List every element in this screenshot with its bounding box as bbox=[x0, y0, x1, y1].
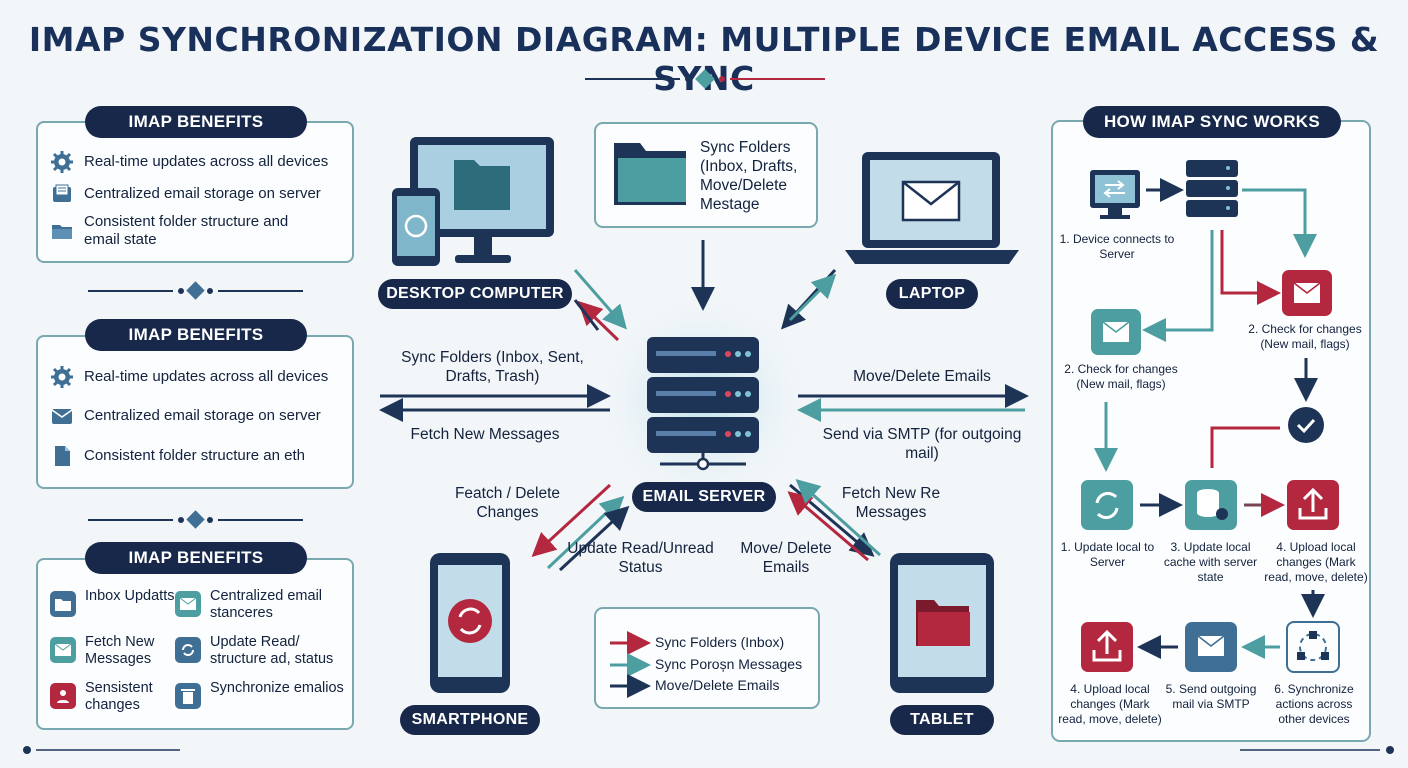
flow-label-phone-b: Update Read/Unread Status bbox=[567, 540, 714, 576]
step-label: 4. Upload local changes (Mark read, move… bbox=[1264, 540, 1368, 584]
flow-label-right-top: Move/Delete Emails bbox=[853, 368, 991, 385]
folder-icon bbox=[52, 225, 72, 239]
grid-benefit-item: Synchronize emalios bbox=[175, 680, 350, 709]
server-icon bbox=[647, 337, 759, 471]
step-label: 5. Send outgoing mail via SMTP bbox=[1165, 682, 1257, 711]
flow-label-tablet-b: Fetch New Re Messages bbox=[841, 485, 941, 521]
grid-benefit-item: Update Read/ structure ad, status bbox=[175, 634, 350, 668]
section-divider bbox=[88, 510, 303, 529]
envelope-icon bbox=[50, 637, 76, 663]
network-tile bbox=[1286, 621, 1340, 673]
how-it-works-heading: HOW IMAP SYNC WORKS bbox=[1083, 106, 1341, 138]
monitor-icon bbox=[1090, 170, 1140, 219]
benefit-text: Centralized email stanceres bbox=[210, 588, 323, 621]
sync-folders-text: Sync Folders (Inbox, Drafts, Move/Delete… bbox=[700, 139, 798, 213]
trash-icon bbox=[175, 683, 201, 709]
benefit-text: Fetch New Messages bbox=[85, 634, 155, 667]
section-divider bbox=[88, 281, 303, 300]
benefit-item: Real-time updates across all devices bbox=[50, 150, 350, 174]
grid-benefit-item: Centralized email stanceres bbox=[175, 588, 350, 622]
gear-icon bbox=[51, 151, 73, 173]
envelope-icon bbox=[51, 409, 73, 424]
folder-icon bbox=[50, 591, 76, 617]
check-icon bbox=[1288, 407, 1324, 443]
grid-benefit-item: Sensistent changes bbox=[50, 680, 180, 714]
legend-item: Sync Poroșn Messages bbox=[655, 656, 803, 672]
flow-label-left-bottom: Fetch New Messages bbox=[410, 426, 560, 443]
legend-box bbox=[594, 607, 820, 709]
benefit-text: Centralized email storage on server bbox=[84, 185, 321, 202]
benefit-item: Consistent folder structure an eth bbox=[50, 444, 350, 468]
user-icon bbox=[50, 683, 76, 709]
step-label: 1. Update local to Server bbox=[1060, 540, 1155, 569]
benefits-heading-2: IMAP BENEFITS bbox=[85, 319, 307, 351]
benefits-heading-3: IMAP BENEFITS bbox=[85, 542, 307, 574]
grid-benefit-item: Fetch New Messages bbox=[50, 634, 180, 668]
step-label: 2. Check for changes (New mail, flags) bbox=[1248, 322, 1362, 351]
flow-label-right-bottom: Send via SMTP (for outgoing mail) bbox=[822, 426, 1022, 462]
benefit-item: Real-time updates across all devices bbox=[50, 365, 350, 389]
flow-label-phone-a: Featch / Delete Changes bbox=[454, 485, 561, 521]
benefit-text: Sensistent changes bbox=[85, 680, 153, 713]
benefit-item: Centralized email storage on server bbox=[50, 404, 350, 428]
tablet-label: TABLET bbox=[890, 705, 994, 735]
flow-label-left-top: Sync Folders (Inbox, Sent, Drafts, Trash… bbox=[401, 349, 584, 385]
desktop-computer-icon bbox=[392, 137, 554, 266]
title-divider bbox=[585, 69, 825, 89]
step-label: 1. Device connects to Server bbox=[1059, 232, 1175, 261]
laptop-icon bbox=[845, 152, 1019, 264]
sync-tile bbox=[1081, 480, 1133, 530]
step-label: 3. Update local cache with server state bbox=[1163, 540, 1258, 584]
benefits-heading-1: IMAP BENEFITS bbox=[85, 106, 307, 138]
benefit-text: Synchronize emalios bbox=[210, 680, 344, 696]
benefit-text: Consistent folder structure an eth bbox=[84, 447, 305, 464]
envelope-icon bbox=[175, 591, 201, 617]
smartphone-label: SMARTPHONE bbox=[400, 705, 540, 735]
tablet-icon bbox=[890, 553, 994, 693]
sync-icon bbox=[175, 637, 201, 663]
email-storage-icon bbox=[53, 184, 71, 202]
legend-item: Sync Folders (Inbox) bbox=[655, 634, 785, 650]
grid-benefit-item: Inbox Updatts bbox=[50, 588, 180, 617]
gear-icon bbox=[51, 366, 73, 388]
benefit-text: Real-time updates across all devices bbox=[84, 153, 329, 170]
desktop-computer-label: DESKTOP COMPUTER bbox=[378, 279, 572, 309]
legend-item: Move/Delete Emails bbox=[655, 677, 780, 693]
document-icon bbox=[55, 446, 70, 466]
benefit-item: Consistent folder structure and email st… bbox=[50, 213, 320, 249]
email-server-label: EMAIL SERVER bbox=[632, 482, 776, 512]
benefit-item: Centralized email storage on server bbox=[50, 182, 350, 206]
folder-icon bbox=[614, 143, 686, 205]
step-label: 6. Synchronize actions across other devi… bbox=[1274, 682, 1354, 726]
benefit-text: Inbox Updatts bbox=[85, 588, 175, 604]
step-label: 2. Check for changes (New mail, flags) bbox=[1064, 362, 1178, 391]
laptop-label: LAPTOP bbox=[886, 279, 978, 309]
benefit-text: Centralized email storage on server bbox=[84, 407, 321, 424]
benefit-text: Update Read/ structure ad, status bbox=[210, 634, 334, 667]
benefit-text: Consistent folder structure and email st… bbox=[84, 213, 289, 248]
benefits-panel-1 bbox=[36, 121, 354, 263]
benefit-text: Real-time updates across all devices bbox=[84, 368, 329, 385]
flow-label-tablet-a: Move/ Delete Emails bbox=[740, 540, 832, 576]
server-icon bbox=[1186, 160, 1238, 217]
smartphone-icon bbox=[430, 553, 510, 693]
step-label: 4. Upload local changes (Mark read, move… bbox=[1058, 682, 1162, 726]
